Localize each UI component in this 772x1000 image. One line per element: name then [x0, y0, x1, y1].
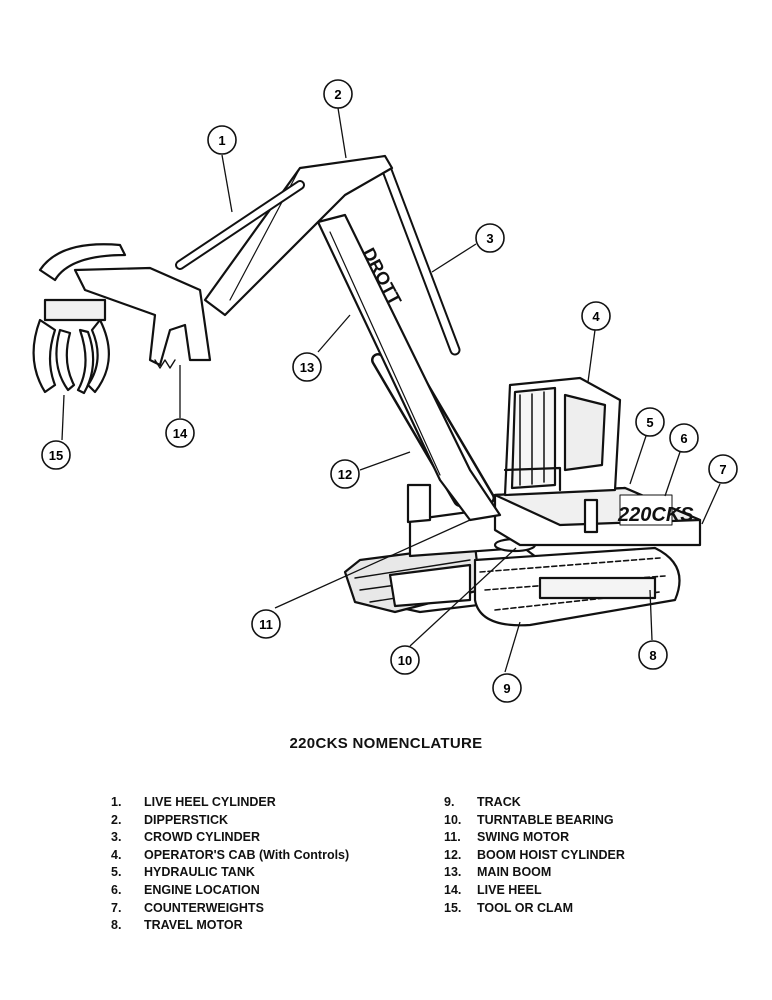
legend-number: 8. — [111, 918, 122, 933]
callout-9: 9 — [492, 673, 522, 703]
legend-label: TRACK — [477, 795, 521, 809]
legend-label: COUNTERWEIGHTS — [144, 900, 264, 915]
svg-text:8: 8 — [649, 648, 656, 663]
clam-tool — [32, 243, 127, 395]
callout-15: 15 — [41, 440, 71, 470]
legend-label: DIPPERSTICK — [144, 812, 229, 827]
callout-13: 13 — [292, 352, 322, 382]
svg-text:4: 4 — [592, 309, 600, 324]
legend-item: 2. DIPPERSTICK — [111, 813, 349, 831]
legend-label: LIVE HEEL CYLINDER — [144, 795, 276, 809]
svg-text:13: 13 — [300, 360, 314, 375]
legend-item: 8. TRAVEL MOTOR — [111, 918, 349, 936]
legend-item: 5. HYDRAULIC TANK — [111, 865, 349, 883]
operator-cab — [503, 376, 622, 497]
legend-number: 10. — [444, 812, 462, 827]
callout-10: 10 — [390, 645, 420, 675]
callout-11: 11 — [251, 609, 281, 639]
legend-number: 15. — [444, 900, 462, 915]
legend-number: 4. — [111, 847, 122, 862]
callout-1: 1 — [207, 125, 237, 155]
svg-text:1: 1 — [218, 133, 225, 148]
svg-text:12: 12 — [338, 467, 352, 482]
legend-number: 11. — [444, 830, 461, 845]
leader-lines — [61, 107, 721, 673]
legend-item: 7. COUNTERWEIGHTS — [111, 901, 349, 919]
legend-label: MAIN BOOM — [477, 865, 552, 880]
legend-right-column: 9. TRACK 10. TURNTABLE BEARING 11. SWING MO… — [444, 795, 625, 918]
upper-body: 220CKS — [406, 483, 702, 547]
legend-label: ENGINE LOCATION — [144, 882, 260, 897]
svg-text:15: 15 — [49, 448, 63, 463]
callout-14: 14 — [165, 418, 195, 448]
legend-item: 1. LIVE HEEL CYLINDER — [111, 795, 349, 813]
legend-label: TRAVEL MOTOR — [144, 918, 243, 933]
svg-text:2: 2 — [334, 87, 341, 102]
legend-label: BOOM HOIST CYLINDER — [477, 847, 625, 862]
legend-number: 7. — [111, 900, 122, 915]
legend-item: 15. TOOL OR CLAM — [444, 901, 625, 919]
legend-number: 2. — [111, 812, 122, 827]
legend-label: TURNTABLE BEARING — [477, 812, 614, 827]
legend-item: 4. OPERATOR'S CAB (With Controls) — [111, 848, 349, 866]
legend-number: 14. — [444, 882, 462, 897]
svg-text:11: 11 — [259, 617, 273, 632]
legend-number: 3. — [111, 830, 122, 845]
main-boom: DROTT — [316, 213, 502, 522]
legend-number: 9. — [444, 795, 455, 809]
callout-12: 12 — [330, 459, 360, 489]
legend-number: 13. — [444, 865, 462, 880]
callout-6: 6 — [669, 423, 699, 453]
legend-item: 13. MAIN BOOM — [444, 865, 625, 883]
callouts: 1 2 3 4 5 6 7 8 9 10 11 12 13 14 15 — [41, 79, 738, 703]
callout-3: 3 — [475, 223, 505, 253]
legend-number: 12. — [444, 847, 462, 862]
legend-label: OPERATOR'S CAB (With Controls) — [144, 847, 350, 862]
callout-4: 4 — [581, 301, 611, 331]
legend-left-column: 1. LIVE HEEL CYLINDER 2. DIPPERSTICK 3. CRO… — [111, 795, 349, 936]
legend-item: 11. SWING MOTOR — [444, 830, 625, 848]
diagram-title: 220CKS NOMENCLATURE — [289, 735, 483, 752]
legend-item: 12. BOOM HOIST CYLINDER — [444, 848, 625, 866]
undercarriage — [343, 543, 681, 627]
svg-text:9: 9 — [503, 681, 510, 696]
legend-item: 3. CROWD CYLINDER — [111, 830, 349, 848]
legend-label: LIVE HEEL — [477, 882, 542, 897]
svg-text:14: 14 — [173, 426, 188, 441]
legend-label: TOOL OR CLAM — [477, 900, 574, 915]
machine-illustration: 220CKS DROTT — [32, 79, 738, 703]
legend-label: SWING MOTOR — [477, 830, 570, 845]
legend-number: 6. — [111, 882, 122, 897]
body-decal: 220CKS — [617, 504, 694, 526]
legend-label: HYDRAULIC TANK — [144, 865, 255, 880]
callout-7: 7 — [708, 454, 738, 484]
svg-text:6: 6 — [680, 431, 687, 446]
svg-text:7: 7 — [719, 462, 726, 477]
callout-2: 2 — [323, 79, 353, 109]
legend-item: 14. LIVE HEEL — [444, 883, 625, 901]
legend-number: 5. — [111, 865, 122, 880]
callout-5: 5 — [635, 407, 665, 437]
live-heel — [73, 266, 212, 369]
legend-number: 1. — [111, 795, 122, 809]
svg-text:3: 3 — [486, 231, 493, 246]
callout-8: 8 — [638, 640, 668, 670]
legend-item: 10. TURNTABLE BEARING — [444, 813, 625, 831]
legend-item: 6. ENGINE LOCATION — [111, 883, 349, 901]
legend-label: CROWD CYLINDER — [144, 830, 260, 845]
svg-text:5: 5 — [646, 415, 653, 430]
legend-item: 9. TRACK — [444, 795, 625, 813]
svg-text:10: 10 — [398, 653, 412, 668]
